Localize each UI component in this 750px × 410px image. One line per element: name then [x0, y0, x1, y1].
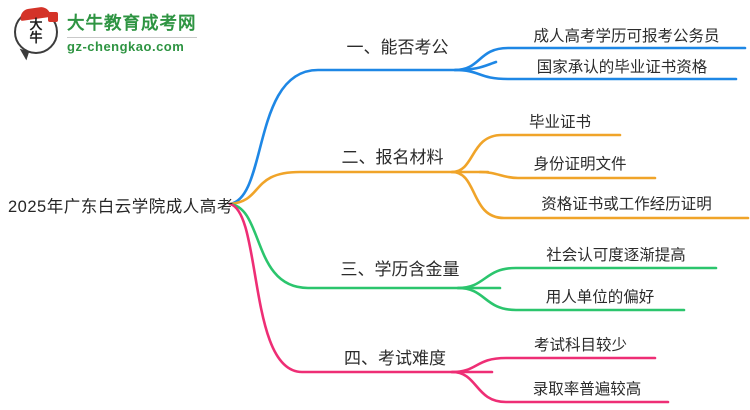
branch-2-line [228, 170, 490, 206]
logo-char-bottom: 牛 [29, 31, 43, 46]
leaf-node: 录取率普遍较高 [532, 381, 642, 398]
branch-1-line [228, 60, 498, 206]
logo-char-top: 大 [29, 18, 43, 33]
leaf-node: 资格证书或工作经历证明 [541, 196, 712, 213]
branch-4-label: 四、考试难度 [344, 349, 446, 368]
branch-1-label: 一、能否考公 [346, 38, 449, 57]
logo-bubble-icon: 大 牛 [14, 5, 58, 54]
leaf-node: 身份证明文件 [533, 156, 627, 173]
leaf-node: 成人高考学历可报考公务员 [533, 28, 720, 45]
branch-3-label: 三、学历含金量 [340, 260, 460, 279]
leaf-node: 考试科目较少 [533, 337, 627, 354]
leaf-node: 社会认可度逐渐提高 [546, 247, 686, 264]
root-node: 2025年广东白云学院成人高考 [8, 198, 234, 216]
leaf-node: 用人单位的偏好 [545, 289, 655, 306]
branch-2-label: 二、报名材料 [341, 148, 444, 167]
logo-brand-text: 大牛教育成考网 gz-chengkao.com [67, 10, 197, 54]
logo-red-seal-icon [48, 12, 58, 22]
site-logo: 大 牛 大牛教育成考网 gz-chengkao.com [14, 5, 197, 54]
leaf-node: 国家承认的毕业证书资格 [536, 59, 708, 76]
leaf-node: 毕业证书 [528, 114, 591, 131]
logo-site-url: gz-chengkao.com [67, 37, 197, 54]
logo-site-name: 大牛教育成考网 [67, 13, 197, 33]
